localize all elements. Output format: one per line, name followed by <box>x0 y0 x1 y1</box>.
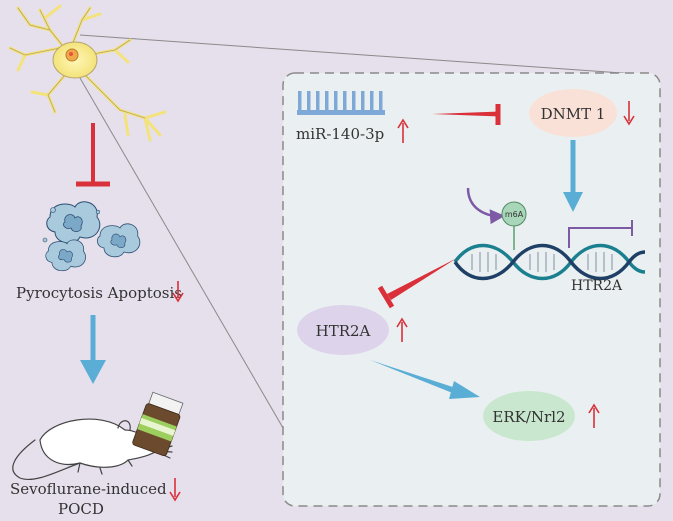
htr2a-protein-node <box>297 305 389 355</box>
mirna-icon <box>297 91 385 115</box>
dnmt1-node <box>529 89 617 137</box>
htr2a-up-arrow <box>396 317 408 342</box>
cell-death-down-arrow <box>172 281 184 303</box>
mirna-inhibit-dnmt1-arrow <box>432 104 501 125</box>
outcome-label-line1: Sevoflurane-induced <box>10 480 167 498</box>
dna-inhibit-htr2a-arrow <box>377 258 457 309</box>
neuron-icon <box>8 4 167 142</box>
outcome-label-line2: POCD <box>58 500 104 518</box>
mirna-up-arrow <box>397 118 409 143</box>
neuron-inhibit-arrow <box>76 123 110 187</box>
zoom-line-top <box>79 34 651 76</box>
htr2a-gene-marker <box>568 220 633 248</box>
erk-up-arrow <box>588 403 600 428</box>
cell-death-to-pocd-arrow <box>80 315 106 384</box>
dnmt1-label: DNMT 1 <box>541 105 606 123</box>
mirna-label: miR-140-3p <box>296 125 384 143</box>
htr2a-to-erk-arrow <box>370 360 480 399</box>
dnmt1-down-arrow <box>623 101 635 126</box>
erk-node <box>483 391 575 441</box>
m6a-label: m6A <box>505 210 524 219</box>
pathway-box <box>282 72 661 507</box>
htr2a-protein-label: HTR2A <box>316 322 371 340</box>
dying-cells-icon <box>42 201 141 272</box>
sevoflurane-bottle-icon <box>132 391 184 457</box>
erk-label: ERK/Nrl2 <box>492 408 565 426</box>
dna-helix-icon <box>453 243 646 281</box>
dnmt1-to-dna-arrow <box>563 140 583 212</box>
pocd-down-arrow <box>169 478 181 502</box>
m6a-modification-arrow <box>466 187 505 225</box>
zoom-line-bottom <box>79 77 291 441</box>
htr2a-gene-label: HTR2A <box>571 278 623 294</box>
cell-death-label: Pyrocytosis Apoptosis <box>16 284 182 302</box>
